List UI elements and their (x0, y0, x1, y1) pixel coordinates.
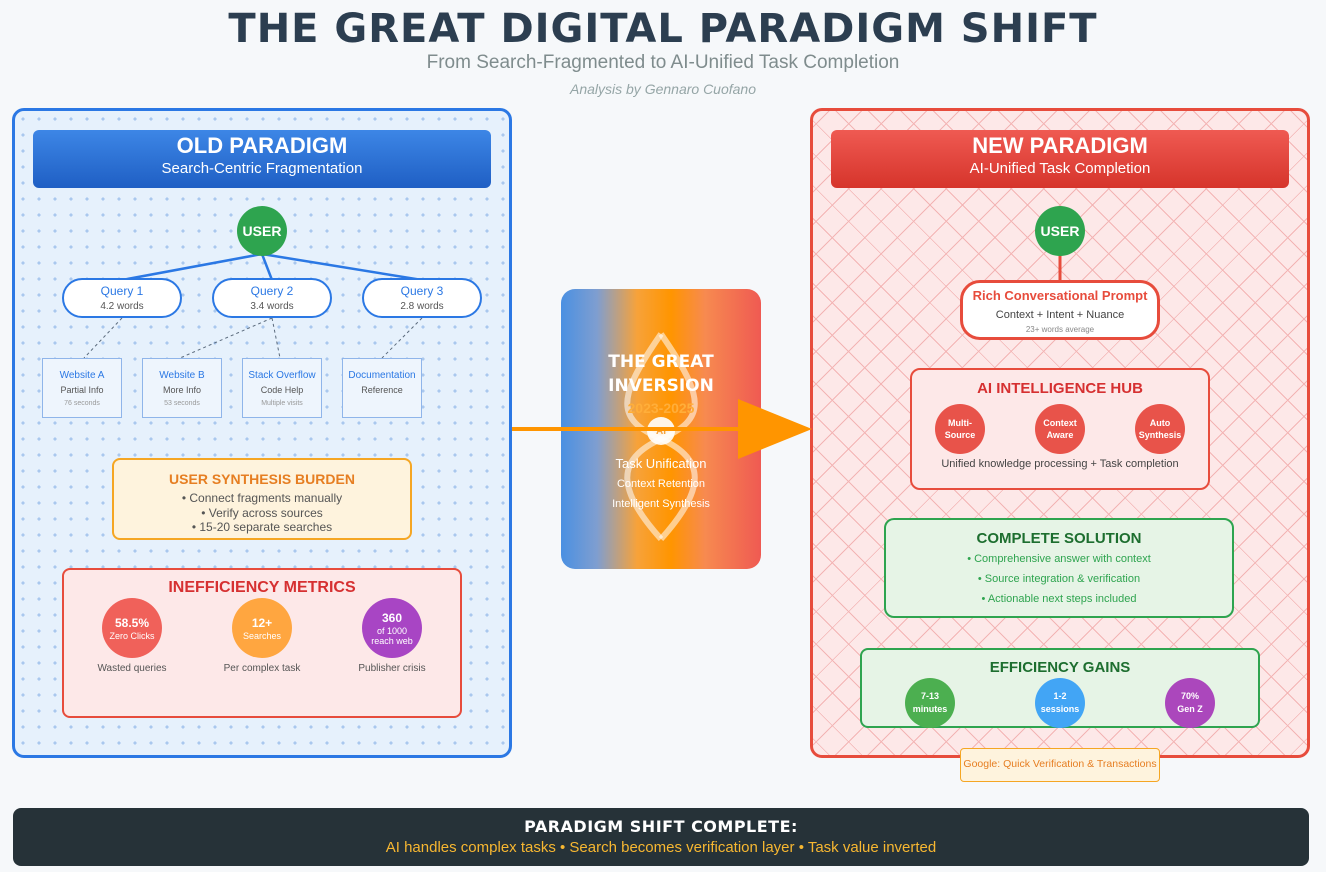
prompt-note: 23+ words average (963, 325, 1157, 334)
solution-item: • Actionable next steps included (886, 589, 1232, 609)
hub-node-text: Auto (1150, 418, 1171, 428)
footer-banner: PARADIGM SHIFT COMPLETE: AI handles comp… (13, 808, 1309, 866)
complete-solution-box: COMPLETE SOLUTION • Comprehensive answer… (884, 518, 1234, 618)
hub-node-text: Context (1043, 418, 1077, 428)
gain-value: 7-13 (921, 690, 939, 703)
footer-title: PARADIGM SHIFT COMPLETE: (13, 817, 1309, 836)
solution-item: • Comprehensive answer with context (886, 549, 1232, 569)
hub-node-text: Multi- (948, 418, 972, 428)
new-user-label: USER (1041, 223, 1080, 239)
gain-value: 1-2 (1053, 690, 1066, 703)
hub-node-text: Synthesis (1139, 430, 1182, 440)
hub-desc: Unified knowledge processing + Task comp… (910, 458, 1210, 470)
solution-title: COMPLETE SOLUTION (886, 530, 1232, 547)
hub-node-multi-source: Multi- Source (935, 404, 985, 454)
footer-text: AI handles complex tasks • Search become… (13, 839, 1309, 856)
gain-circle-sessions: 1-2 sessions (1035, 678, 1085, 728)
hub-node-text: Source (945, 430, 976, 440)
hub-title: AI INTELLIGENCE HUB (912, 380, 1208, 397)
new-user-node: USER (1035, 206, 1085, 256)
prompt-desc: Context + Intent + Nuance (963, 309, 1157, 321)
gain-circle-minutes: 7-13 minutes (905, 678, 955, 728)
gain-unit: Gen Z (1177, 703, 1203, 716)
gain-circle-gen-z: 70% Gen Z (1165, 678, 1215, 728)
prompt-title: Rich Conversational Prompt (963, 288, 1157, 303)
hub-node-text: Aware (1047, 430, 1074, 440)
gain-unit: minutes (913, 703, 948, 716)
gain-value: 70% (1181, 690, 1199, 703)
gain-unit: sessions (1041, 703, 1080, 716)
google-verification-note: Google: Quick Verification & Transaction… (960, 748, 1160, 782)
solution-item: • Source integration & verification (886, 569, 1232, 589)
gains-title: EFFICIENCY GAINS (862, 659, 1258, 676)
rich-prompt-box: Rich Conversational Prompt Context + Int… (960, 280, 1160, 340)
